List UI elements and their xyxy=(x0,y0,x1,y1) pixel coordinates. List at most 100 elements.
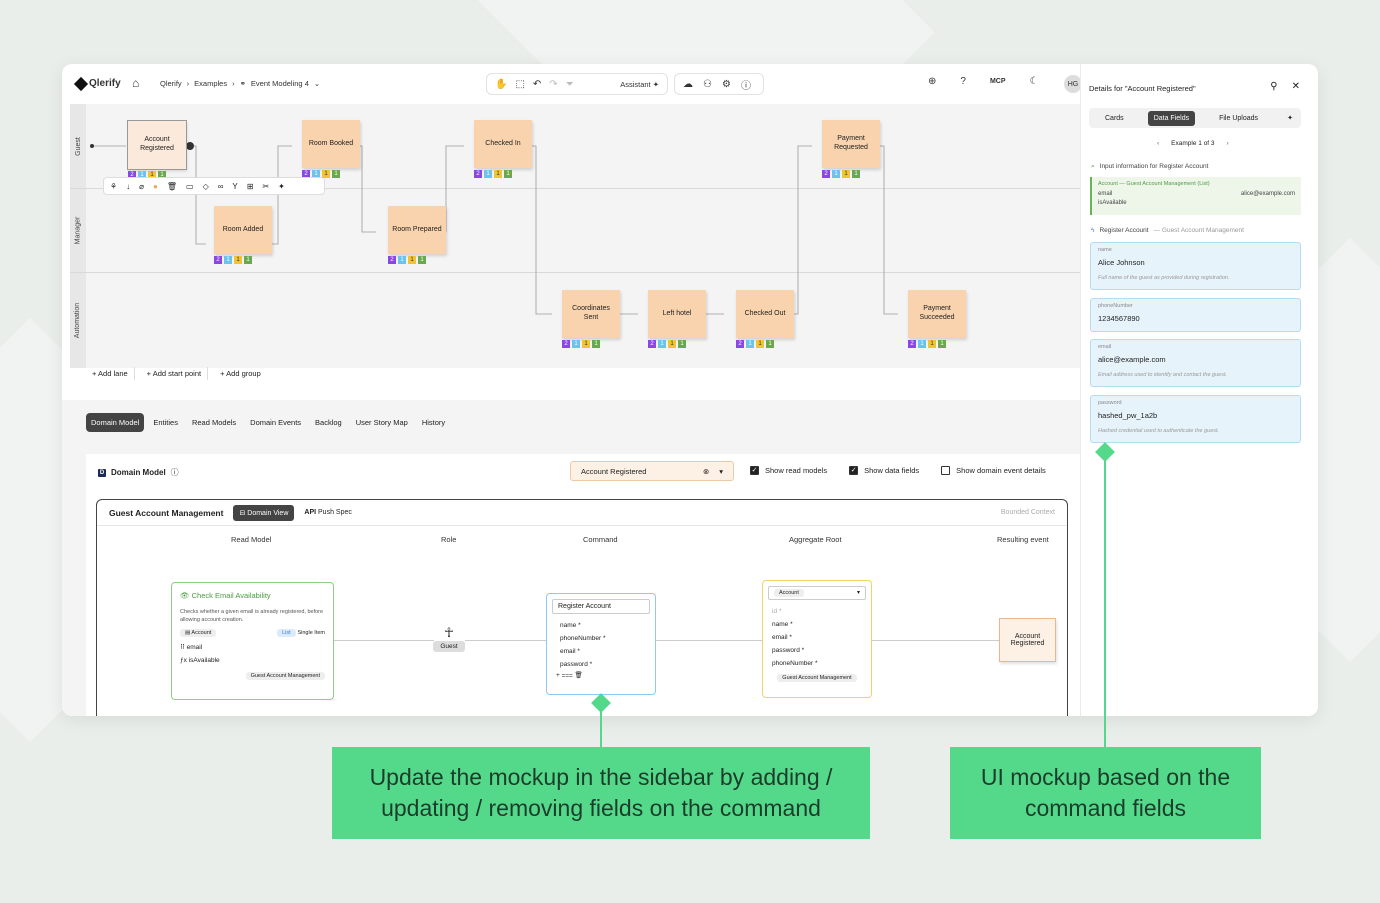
sparkle-icon[interactable]: ✦ xyxy=(1287,115,1293,122)
hierarchy-icon[interactable]: ⚘ xyxy=(110,181,118,191)
push-spec-button[interactable]: API Push Spec xyxy=(304,509,352,516)
chevron-right-icon[interactable]: › xyxy=(1226,140,1229,147)
close-icon[interactable]: ✕ xyxy=(1291,81,1300,92)
event-card[interactable]: Checked Out xyxy=(736,290,794,338)
domain-view-button[interactable]: ⊟ Domain View xyxy=(233,504,295,521)
color-dot-icon[interactable]: ● xyxy=(153,181,158,191)
role-node[interactable]: ☥ Guest xyxy=(433,625,465,659)
redo-icon[interactable]: ↷ xyxy=(549,78,558,90)
select-icon[interactable]: ⬚ xyxy=(515,78,525,90)
help-icon[interactable]: ? xyxy=(960,76,966,87)
scissors-icon[interactable]: ✂ xyxy=(262,181,270,191)
sparkle-icon[interactable]: ✦ xyxy=(278,181,285,191)
cloud-icon[interactable]: ☁ xyxy=(683,78,693,90)
tab-file-uploads[interactable]: File Uploads xyxy=(1219,114,1259,122)
read-model-card[interactable]: 👁 Check Email Availability Checks whethe… xyxy=(171,582,334,700)
panel-title: Details for "Account Registered" xyxy=(1089,84,1196,93)
arrow-down-icon[interactable]: ↓ xyxy=(126,181,131,191)
tab-data-fields[interactable]: Data Fields xyxy=(1147,110,1196,126)
diamond-icon[interactable]: ◇ xyxy=(202,181,209,191)
flow-line xyxy=(334,640,434,641)
event-card[interactable]: Left hotel xyxy=(648,290,706,338)
field-name[interactable]: name Alice Johnson Full name of the gues… xyxy=(1090,242,1301,290)
moon-icon[interactable]: ☾ xyxy=(1029,76,1039,87)
add-icon[interactable]: ⊕ xyxy=(928,76,937,87)
show-data-fields-checkbox[interactable]: ✓Show data fields xyxy=(849,466,920,475)
undo-icon[interactable]: ↶ xyxy=(532,78,542,90)
home-icon[interactable]: ⌂ xyxy=(132,76,140,90)
add-field-icon[interactable]: + ⩶ 🗑 xyxy=(556,672,583,679)
field-email[interactable]: email alice@example.com Email address us… xyxy=(1090,339,1301,387)
add-group-button[interactable]: + Add group xyxy=(220,369,261,378)
command-header-row: ϟ Register Account — Guest Account Manag… xyxy=(1091,227,1244,234)
add-lane-button[interactable]: + Add lane xyxy=(86,367,135,380)
chevron-left-icon[interactable]: ‹ xyxy=(1157,140,1160,147)
command-field[interactable]: phoneNumber * xyxy=(560,635,606,642)
hand-icon[interactable]: ✋ xyxy=(495,78,508,90)
event-select[interactable]: Account Registered ⊗ ▾ xyxy=(570,461,734,481)
tab-history[interactable]: History xyxy=(421,418,446,427)
annotation-line xyxy=(1104,452,1106,748)
field-password[interactable]: password hashed_pw_1a2b Hashed credentia… xyxy=(1090,395,1301,443)
logo-icon xyxy=(73,76,89,91)
link-icon[interactable]: ∞ xyxy=(217,181,224,191)
show-domain-event-details-checkbox[interactable]: Show domain event details xyxy=(941,466,1046,475)
show-read-models-checkbox[interactable]: ✓Show read models xyxy=(750,466,828,475)
command-field[interactable]: password * xyxy=(560,661,593,668)
tab-read-models[interactable]: Read Models xyxy=(191,418,237,427)
command-field[interactable]: name * xyxy=(560,622,581,629)
grid-icon[interactable]: ⊞ xyxy=(246,181,254,191)
avatar[interactable]: HG xyxy=(1064,75,1082,93)
command-field[interactable]: email * xyxy=(560,648,580,655)
tab-cards[interactable]: Cards xyxy=(1105,114,1124,122)
callout-right: UI mockup based on the command fields xyxy=(950,747,1261,839)
breadcrumb-item[interactable]: Event Modeling 4 xyxy=(250,79,309,88)
context-pill: Guest Account Management xyxy=(245,671,325,680)
event-card[interactable]: Coordinates Sent xyxy=(562,290,620,338)
event-card[interactable]: Account Registered xyxy=(127,120,187,170)
tab-domain-events[interactable]: Domain Events xyxy=(250,418,302,427)
event-card[interactable]: Room Prepared xyxy=(388,206,446,254)
command-card[interactable]: Register Account name * phoneNumber * em… xyxy=(546,593,656,695)
command-title[interactable]: Register Account xyxy=(552,599,650,614)
gear-icon[interactable]: ⚙ xyxy=(721,78,731,90)
event-card[interactable]: Checked In xyxy=(474,120,532,168)
aggregate-card[interactable]: Account ▾ id * name * email * password *… xyxy=(762,580,872,698)
event-card[interactable]: Payment Succeeded xyxy=(908,290,966,338)
event-card[interactable]: Room Booked xyxy=(302,120,360,168)
rectangle-icon[interactable]: ▭ xyxy=(186,181,194,191)
add-user-icon[interactable]: ⚇ xyxy=(703,78,712,90)
domain-icon: D xyxy=(98,468,106,477)
logo[interactable]: Qlerify xyxy=(73,76,121,91)
tab-entities[interactable]: Entities xyxy=(153,418,178,427)
aggregate-field: id * xyxy=(772,608,782,615)
add-start-point-button[interactable]: + Add start point xyxy=(141,367,209,380)
clear-icon[interactable]: ⊗ xyxy=(702,466,710,476)
cardinality-toggle[interactable]: List Single Item xyxy=(277,628,325,637)
help-icon[interactable]: ⓘ xyxy=(170,468,179,477)
pin-icon[interactable]: ⚲ xyxy=(1270,81,1278,92)
aggregate-field: name * xyxy=(772,621,793,628)
field-phone-number[interactable]: phoneNumber 1234567890 xyxy=(1090,298,1301,332)
tab-domain-model[interactable]: Domain Model xyxy=(86,413,145,432)
lane-label: Manager xyxy=(70,188,86,272)
tab-backlog[interactable]: Backlog xyxy=(315,418,342,427)
assistant-button[interactable]: Assistant ✦ xyxy=(620,79,659,89)
breadcrumb-item[interactable]: Examples xyxy=(194,79,228,88)
breadcrumb-item[interactable]: Qlerify xyxy=(160,79,182,88)
resulting-event-card[interactable]: Account Registered xyxy=(999,618,1056,662)
info-icon[interactable]: ⓘ xyxy=(740,80,751,92)
aggregate-select[interactable]: Account ▾ xyxy=(768,586,866,600)
event-canvas[interactable]: Guest Manager Automation Account Registe… xyxy=(70,104,1080,368)
trash-icon[interactable]: 🗑 xyxy=(166,181,177,191)
mcp-button[interactable]: MCP xyxy=(989,78,1006,85)
branch-icon[interactable]: Y xyxy=(232,181,238,191)
tab-user-story-map[interactable]: User Story Map xyxy=(355,418,408,427)
event-card[interactable]: Room Added xyxy=(214,206,272,254)
event-card[interactable]: Payment Requested xyxy=(822,120,880,168)
filter-icon[interactable]: ⏷ xyxy=(565,78,574,90)
chevron-down-icon[interactable]: ⌄ xyxy=(313,79,321,88)
unlink-icon[interactable]: ⌀ xyxy=(139,181,144,191)
